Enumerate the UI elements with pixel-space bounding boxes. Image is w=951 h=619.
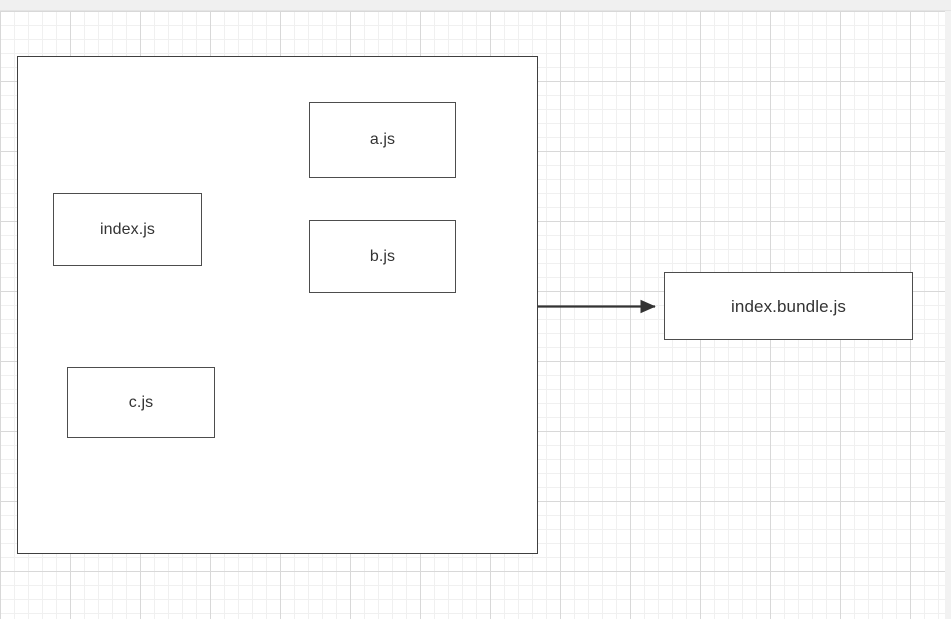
node-c-js[interactable]: c.js [67,367,215,438]
node-index-js-label: index.js [99,220,156,238]
node-c-js-label: c.js [128,393,154,411]
source-modules-group[interactable] [17,56,538,554]
node-b-js-label: b.js [369,247,396,265]
node-b-js[interactable]: b.js [309,220,456,293]
node-index-js[interactable]: index.js [53,193,202,266]
page-right-edge [945,11,951,619]
node-index-bundle-js-label: index.bundle.js [731,296,846,316]
node-a-js[interactable]: a.js [309,102,456,178]
top-toolbar-strip [0,0,951,11]
node-a-js-label: a.js [369,131,396,148]
node-index-bundle-js[interactable]: index.bundle.js [664,272,913,340]
